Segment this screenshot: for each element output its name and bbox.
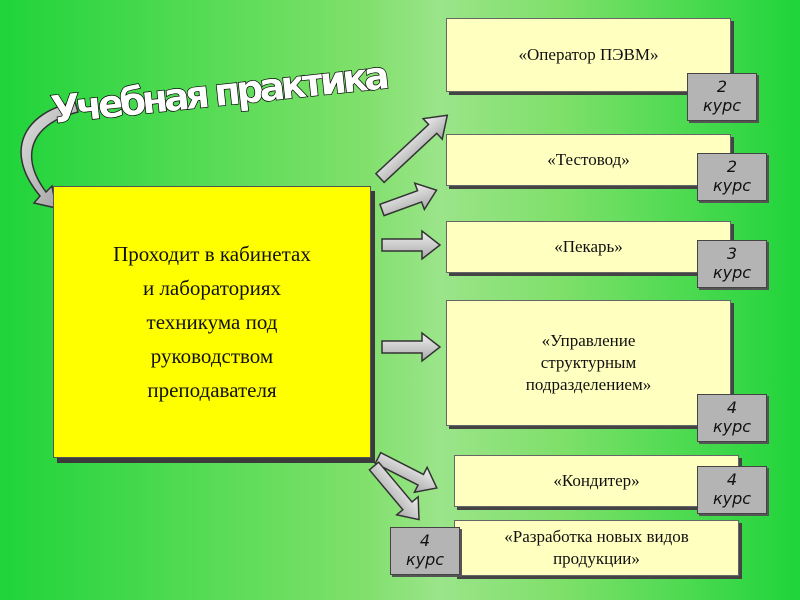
main-line: и лабораториях — [142, 276, 282, 300]
item-label: «Кондитер» — [553, 471, 640, 490]
item-label: «Оператор ПЭВМ» — [518, 45, 659, 64]
item-label-line: подразделением» — [525, 375, 652, 394]
badge-unit: курс — [702, 96, 742, 115]
item-label: «Тестовод» — [547, 150, 630, 169]
main-line: техникума под — [146, 310, 278, 334]
badge-unit: курс — [712, 489, 752, 508]
arrow-to-upravlenie — [381, 331, 442, 363]
arrow-to-testovod — [378, 181, 438, 217]
main-line: руководством — [150, 344, 274, 368]
item-operator: «Оператор ПЭВМ» — [446, 18, 731, 92]
course-badge: 4 курс — [390, 527, 460, 575]
course-badge: 3 курс — [697, 240, 767, 288]
main-line: Проходит в кабинетах — [113, 242, 311, 266]
badge-number: 2 — [716, 77, 728, 96]
item-testovod: «Тестовод» — [446, 134, 731, 186]
page-title: Учебная практика — [48, 52, 392, 130]
badge-unit: курс — [712, 417, 752, 436]
item-label-line: структурным — [540, 353, 637, 372]
item-konditer: «Кондитер» — [454, 455, 739, 507]
badge-unit: курс — [712, 263, 752, 282]
badge-unit: курс — [712, 176, 752, 195]
course-badge: 2 курс — [697, 153, 767, 201]
badge-number: 4 — [726, 470, 738, 489]
arrow-to-razrabotka — [368, 461, 420, 521]
item-upravlenie: «Управление структурным подразделением» — [446, 300, 731, 426]
main-description-box: Проходит в кабинетах и лабораториях техн… — [53, 186, 371, 458]
item-pekar: «Пекарь» — [446, 221, 731, 273]
badge-number: 2 — [726, 157, 738, 176]
course-badge: 4 курс — [697, 466, 767, 514]
badge-number: 4 — [726, 398, 738, 417]
arrow-to-operator — [374, 114, 449, 184]
item-razrabotka: «Разработка новых видов продукции» — [454, 520, 739, 576]
badge-unit: курс — [405, 550, 445, 569]
item-label-line: продукции» — [553, 549, 640, 568]
arrow-to-pekar — [381, 229, 442, 261]
badge-number: 3 — [726, 244, 738, 263]
item-label: «Пекарь» — [554, 237, 623, 256]
item-label-line: «Разработка новых видов — [504, 527, 689, 546]
item-label-line: «Управление — [541, 331, 636, 350]
badge-number: 4 — [419, 531, 431, 550]
course-badge: 2 курс — [687, 73, 757, 121]
main-line: преподавателя — [147, 378, 277, 402]
course-badge: 4 курс — [697, 394, 767, 442]
